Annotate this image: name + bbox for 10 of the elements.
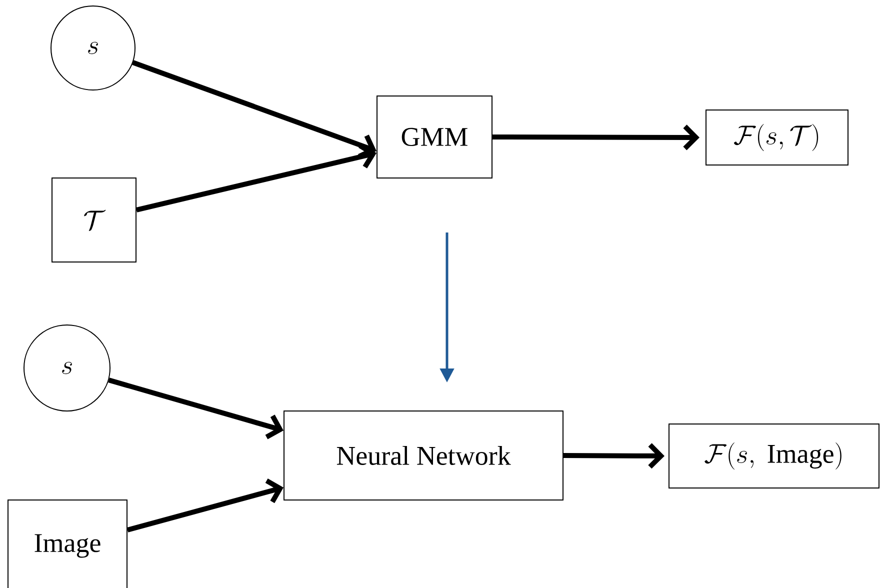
- arrow: [108, 378, 284, 440]
- process-box: Image: [8, 499, 128, 588]
- process-box: Neural Network: [284, 410, 564, 500]
- process-box: $\mathcal{T}$: [52, 178, 136, 262]
- arrow: [564, 443, 664, 469]
- process-box: GMM: [376, 96, 492, 178]
- arrow: [492, 124, 700, 150]
- output-box: $\mathcal{F}(s,\mathcal{T})$: [706, 109, 848, 166]
- arrow: [126, 478, 284, 532]
- output-box: $\mathcal{F}(s,\ \mathrm{Image})$: [668, 423, 880, 488]
